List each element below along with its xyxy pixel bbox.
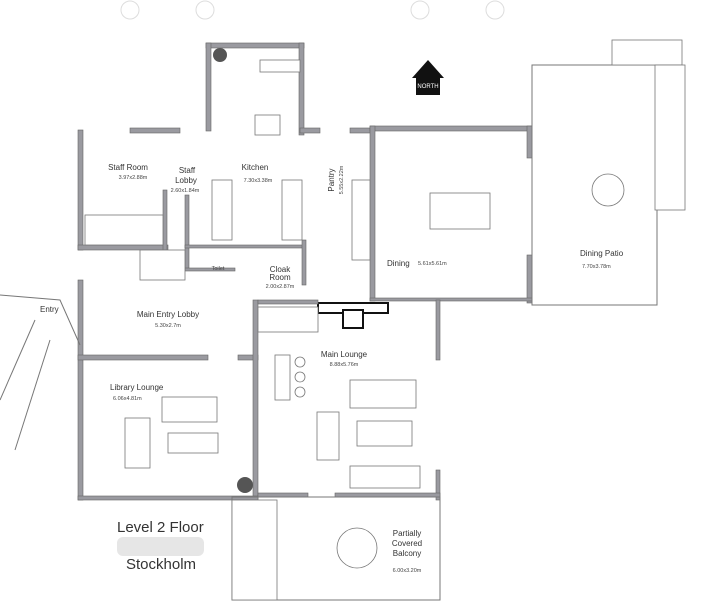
label-kitchen: Kitchen	[242, 163, 269, 172]
svg-text:Lobby: Lobby	[175, 176, 197, 185]
svg-text:7.70x3.78m: 7.70x3.78m	[582, 264, 611, 270]
label-toilet: Toilet	[212, 266, 225, 272]
label-pantry: Pantry	[327, 168, 336, 191]
label-dining: Dining	[387, 259, 410, 268]
label-dining-patio: Dining Patio	[580, 249, 624, 258]
label-main-lounge: Main Lounge	[321, 350, 368, 359]
room-labels: Staff Room 3.97x2.88m Staff Lobby 2.60x1…	[40, 163, 624, 574]
label-library-lounge: Library Lounge	[110, 383, 164, 392]
svg-text:Covered: Covered	[392, 539, 422, 548]
label-cloak-room: Cloak	[270, 265, 291, 274]
north-arrow-icon: NORTH	[412, 60, 444, 95]
plan-title: Level 2 Floor	[117, 519, 204, 536]
svg-text:3.97x2.88m: 3.97x2.88m	[119, 175, 148, 181]
redacted-box	[117, 537, 204, 556]
svg-text:5.30x2.7m: 5.30x2.7m	[155, 323, 181, 329]
svg-text:5.55x2.22m: 5.55x2.22m	[339, 165, 345, 194]
svg-text:2.00x2.87m: 2.00x2.87m	[266, 284, 295, 290]
svg-text:NORTH: NORTH	[417, 84, 438, 90]
svg-text:6.00x3.20m: 6.00x3.20m	[393, 568, 422, 574]
label-entry: Entry	[40, 305, 59, 314]
label-staff-room: Staff Room	[108, 163, 148, 172]
label-balcony: Partially	[393, 529, 421, 538]
plan-location: Stockholm	[126, 556, 196, 573]
binder-holes	[120, 0, 505, 20]
svg-text:2.60x1.84m: 2.60x1.84m	[171, 188, 200, 194]
walls	[0, 39, 686, 601]
label-main-entry-lobby: Main Entry Lobby	[137, 310, 199, 319]
label-staff-lobby: Staff	[179, 166, 196, 175]
svg-text:Balcony: Balcony	[393, 549, 421, 558]
svg-text:6.06x4.81m: 6.06x4.81m	[113, 396, 142, 402]
furniture	[84, 48, 625, 569]
svg-text:5.61x5.61m: 5.61x5.61m	[418, 261, 447, 267]
svg-text:7.30x3.38m: 7.30x3.38m	[244, 178, 273, 184]
svg-text:Room: Room	[269, 273, 291, 282]
svg-text:8.88x5.76m: 8.88x5.76m	[330, 362, 359, 368]
